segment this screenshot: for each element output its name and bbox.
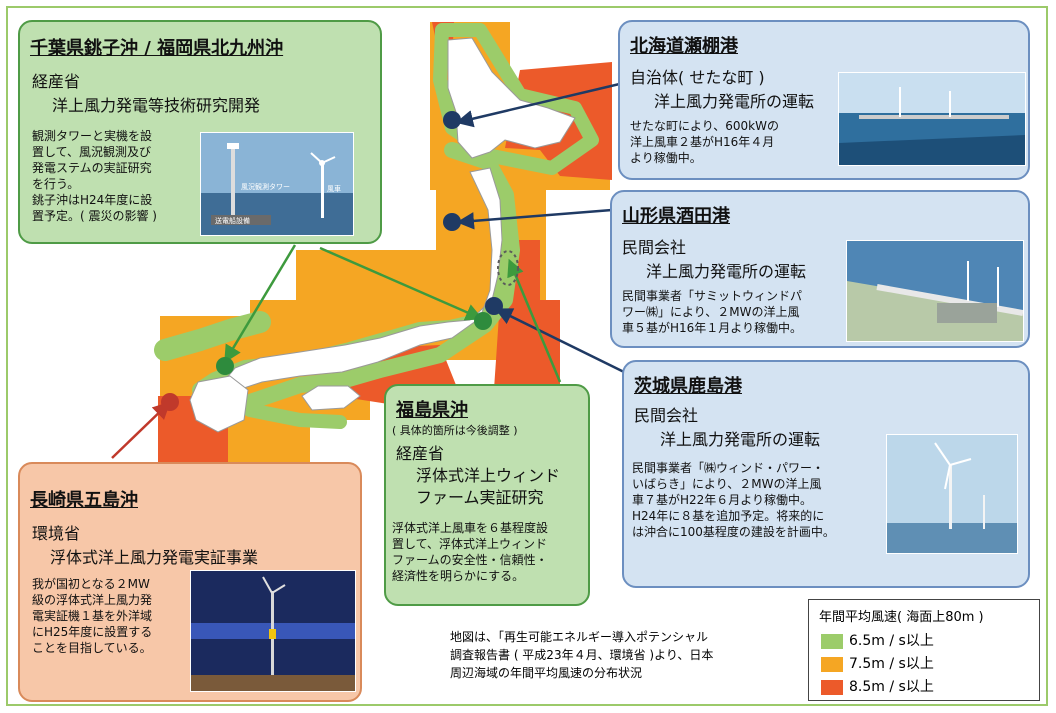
photo-setana-port	[838, 72, 1026, 166]
desc-line: ことを目指している。	[32, 641, 152, 655]
desc-line: ワー㈱」により、２MWの洋上風	[622, 305, 800, 319]
box-title: 福島県沖	[396, 400, 468, 421]
box-organization: 環境省	[32, 524, 81, 543]
box-fukushima: 福島県沖 ( 具体的箇所は今後調整 ) 経産省 浮体式洋上ウィンド ファーム実証…	[384, 384, 590, 606]
desc-line: 浮体式洋上風車を６基程度設	[392, 521, 549, 535]
legend-label: 7.5m / s以上	[849, 656, 934, 672]
desc-line: 経済性を明らかにする。	[392, 569, 525, 583]
desc-line: 置予定。( 震災の影響 )	[32, 209, 157, 223]
photo-kashima-port	[886, 434, 1018, 554]
desc-line: 車５基がH16年１月より稼働中。	[622, 321, 803, 335]
label-base: 送電船設備	[215, 216, 250, 225]
desc-line: 置して、浮体式洋上ウィンド	[392, 537, 548, 551]
box-choshi-kitakyushu: 千葉県銚子沖 / 福岡県北九州沖 経産省 洋上風力発電等技術研究開発 観測タワー…	[18, 20, 382, 244]
desc-line: ファームの安全性・信頼性・	[392, 553, 548, 567]
box-organization: 民間会社	[622, 238, 687, 257]
site-kashima-marker	[485, 297, 503, 315]
box-goto: 長崎県五島沖 環境省 浮体式洋上風力発電実証事業 我が国初となる２MW 級の浮体…	[18, 462, 362, 702]
desc-line: は沖合に100基程度の建設を計画中。	[632, 525, 835, 539]
outer-frame	[6, 6, 1048, 706]
site-kitakyushu-marker	[216, 357, 234, 375]
desc-line: 発電ステムの実証研究	[32, 161, 152, 175]
box-organization: 自治体( せたな町 )	[630, 68, 765, 87]
box-description: 観測タワーと実機を設 置して、風況観測及び 発電ステムの実証研究 を行う。 銚子…	[32, 128, 157, 224]
connector-arrows	[111, 80, 629, 459]
label-observation-tower: 風況観測タワー	[241, 182, 290, 191]
desc-line: せたな町により、600kWの	[630, 119, 779, 133]
desc-line: 洋上風車２基がH16年４月	[630, 135, 775, 149]
box-project: 浮体式洋上ウィンド	[416, 466, 561, 485]
legend: 年間平均風速( 海面上80m ) 6.5m / s以上 7.5m / s以上 8…	[808, 599, 1040, 701]
box-title: 茨城県鹿島港	[634, 376, 742, 397]
land-masses	[189, 37, 576, 433]
legend-swatch	[821, 679, 843, 695]
box-description: 我が国初となる２MW 級の浮体式洋上風力発 電実証機１基を外洋域 にH25年度に…	[32, 576, 152, 656]
desc-line: 電実証機１基を外洋域	[32, 609, 153, 623]
desc-line: 置して、風況観測及び	[32, 145, 152, 159]
box-project: 浮体式洋上風力発電実証事業	[50, 548, 259, 567]
desc-line: いばらき」により、２MWの洋上風	[632, 477, 822, 491]
source-line: 調査報告書 ( 平成23年４月、環境省 )より、日本	[450, 648, 714, 662]
legend-label: 8.5m / s以上	[849, 679, 934, 695]
desc-line: を行う。	[32, 177, 80, 191]
legend-item: 6.5m / s以上	[821, 630, 934, 650]
legend-title: 年間平均風速( 海面上80m )	[819, 610, 984, 625]
desc-line: より稼働中。	[630, 151, 702, 165]
source-note: 地図は、「再生可能エネルギー導入ポテンシャル 調査報告書 ( 平成23年４月、環…	[450, 628, 713, 682]
desc-line: 車７基がH22年６月より稼働中。	[632, 493, 813, 507]
box-organization: 民間会社	[634, 406, 699, 425]
desc-line: H24年に８基を追加予定。将来的に	[632, 509, 825, 523]
source-line: 地図は、「再生可能エネルギー導入ポテンシャル	[450, 630, 709, 644]
box-sakata: 山形県酒田港 民間会社 洋上風力発電所の運転 民間事業者「サミットウィンドパ ワ…	[610, 190, 1030, 348]
box-note: ( 具体的箇所は今後調整 )	[392, 424, 518, 437]
legend-item: 8.5m / s以上	[821, 676, 934, 696]
box-description: せたな町により、600kWの 洋上風車２基がH16年４月 より稼働中。	[630, 118, 779, 166]
desc-line: 銚子沖はH24年度に設	[32, 193, 153, 207]
box-description: 民間事業者「サミットウィンドパ ワー㈱」により、２MWの洋上風 車５基がH16年…	[622, 288, 802, 336]
site-markers	[161, 111, 519, 411]
box-description: 民間事業者「㈱ウィンド・パワー・ いばらき」により、２MWの洋上風 車７基がH2…	[632, 460, 835, 540]
site-goto-marker	[161, 393, 179, 411]
photo-observation-tower: 風況観測タワー 風車 送電船設備	[200, 132, 354, 236]
box-project: 洋上風力発電所の運転	[660, 430, 821, 449]
desc-line: 民間事業者「サミットウィンドパ	[622, 289, 803, 303]
desc-line: 級の浮体式洋上風力発	[32, 593, 153, 607]
box-title: 千葉県銚子沖 / 福岡県北九州沖	[30, 38, 284, 59]
box-kashima: 茨城県鹿島港 民間会社 洋上風力発電所の運転 民間事業者「㈱ウィンド・パワー・ …	[622, 360, 1030, 588]
box-project: 洋上風力発電所の運転	[654, 92, 815, 111]
desc-line: 我が国初となる２MW	[32, 577, 150, 591]
desc-line: 民間事業者「㈱ウィンド・パワー・	[632, 461, 825, 475]
box-project: ファーム実証研究	[416, 488, 544, 507]
desc-line: にH25年度に設置する	[32, 625, 153, 639]
legend-swatch	[821, 656, 843, 672]
box-title: 長崎県五島沖	[30, 490, 138, 511]
desc-line: 観測タワーと実機を設	[32, 129, 153, 143]
box-organization: 経産省	[396, 444, 445, 463]
box-project: 洋上風力発電等技術研究開発	[52, 96, 261, 115]
photo-sakata-port	[846, 240, 1024, 342]
source-line: 周辺海域の年間平均風速の分布状況	[450, 666, 643, 680]
box-setana: 北海道瀬棚港 自治体( せたな町 ) 洋上風力発電所の運転 せたな町により、60…	[618, 20, 1030, 180]
site-setana-marker	[443, 111, 461, 129]
legend-label: 6.5m / s以上	[849, 633, 934, 649]
legend-swatch	[821, 633, 843, 649]
box-organization: 経産省	[32, 72, 81, 91]
site-choshi-marker	[474, 312, 492, 330]
box-title: 山形県酒田港	[622, 206, 730, 227]
photo-floating-turbine	[190, 570, 356, 692]
box-project: 洋上風力発電所の運転	[646, 262, 807, 281]
box-title: 北海道瀬棚港	[630, 36, 738, 57]
legend-item: 7.5m / s以上	[821, 653, 934, 673]
label-turbine: 風車	[327, 184, 341, 193]
box-description: 浮体式洋上風車を６基程度設 置して、浮体式洋上ウィンド ファームの安全性・信頼性…	[392, 520, 548, 584]
site-fukushima-area	[497, 250, 519, 286]
site-sakata-marker	[443, 213, 461, 231]
